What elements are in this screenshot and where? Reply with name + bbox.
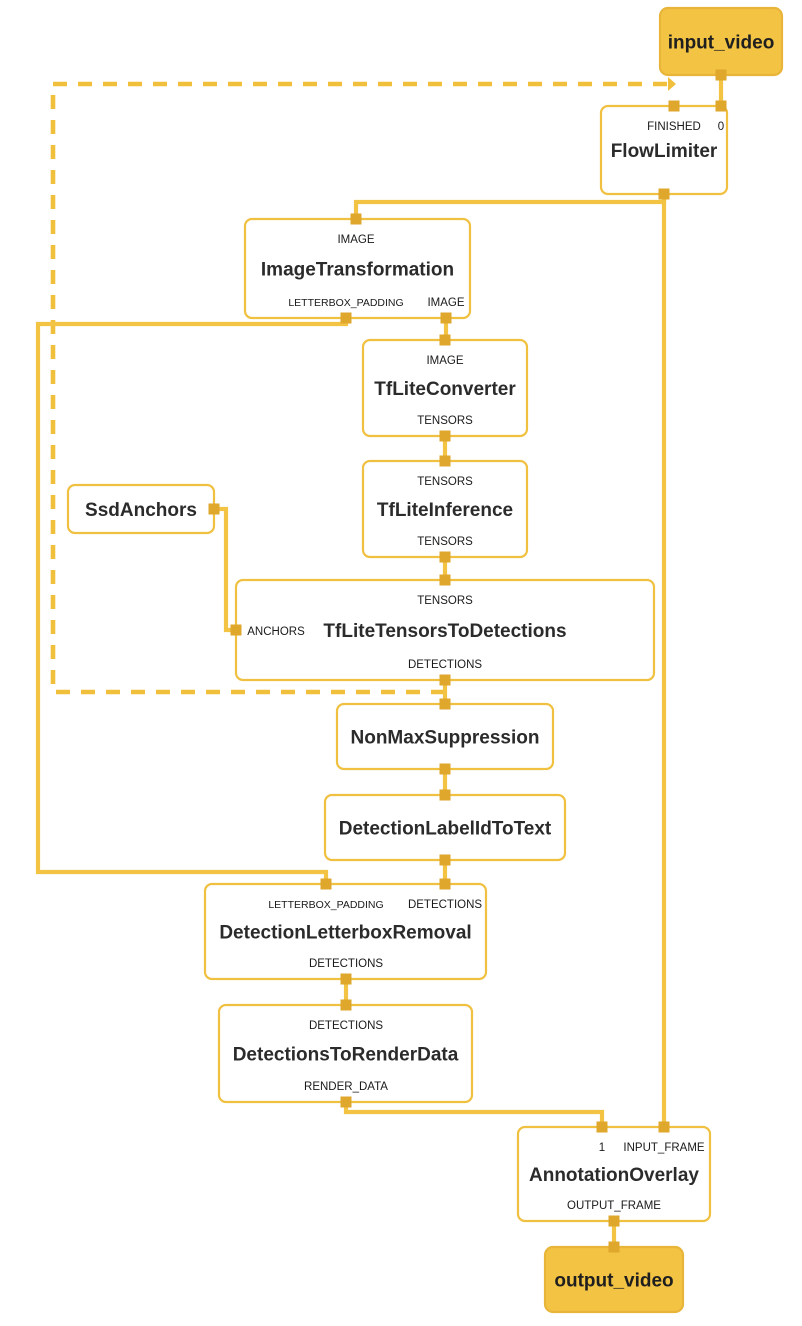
output-port-label-tflite_tensors_to_detections-detections: DETECTIONS [408,659,482,671]
node-tflite_tensors_to_detections[interactable]: TfLiteTensorsToDetections TENSORS ANCHORS D… [234,578,656,682]
connector-pin-c-imgtr-in[interactable] [350,213,362,225]
node-detections_to_render_data[interactable]: DetectionsToRenderData DETECTIONS RENDER_D… [217,1003,474,1104]
connector-pin-c-flow-0[interactable] [715,100,727,112]
input-port-label-tflite_tensors_to_detections-tensors: TENSORS [417,595,473,607]
connector-pin-c-t2d-det[interactable] [439,674,451,686]
connector-pin-c-conv-out[interactable] [439,430,451,442]
connector-pin-c-d2r-in[interactable] [340,999,352,1011]
node-title-detection_label_id_to_text: DetectionLabelIdToText [339,819,552,840]
input-port-label-annotation_overlay-1: 1 [599,1142,605,1154]
output-port-label-detections_to_render_data-render_data: RENDER_DATA [304,1081,388,1093]
connector-pin-c-ao-1[interactable] [596,1121,608,1133]
input-port-label-flow_limiter-finished: FINISHED [647,121,701,133]
edge-flowlimiter-to-imagetransformation [353,194,667,219]
connector-pin-c-output-in[interactable] [608,1241,620,1253]
connector-pin-c-t2d-tensors[interactable] [439,574,451,586]
input-port-label-image_transformation-image: IMAGE [337,234,374,246]
node-title-ssd_anchors: SsdAnchors [85,500,197,521]
stream-label-input_video: input_video [668,33,775,54]
node-title-annotation_overlay: AnnotationOverlay [529,1165,699,1186]
connector-pin-c-flow-out[interactable] [658,188,670,200]
connector-pin-c-flow-finished[interactable] [668,100,680,112]
node-detection_letterbox_removal[interactable]: DetectionLetterboxRemoval LETTERBOX_PADDI… [203,882,488,981]
output-port-label-tflite_converter-tensors: TENSORS [417,415,473,427]
input-port-label-annotation_overlay-input_frame: INPUT_FRAME [623,1142,704,1154]
connector-pin-c-conv-in[interactable] [439,334,451,346]
edge-arrowhead-finished [668,77,676,91]
edge-finished-feedback [50,81,670,695]
input-port-label-flow_limiter-0: 0 [718,121,724,133]
node-title-image_transformation: ImageTransformation [261,260,454,281]
connector-pin-c-input-out[interactable] [715,69,727,81]
connector-pin-c-inf-in[interactable] [439,455,451,467]
stream-node-output_video[interactable]: output_video [543,1245,685,1314]
connector-pin-c-inf-out[interactable] [439,551,451,563]
connector-pin-c-ao-inframe[interactable] [658,1121,670,1133]
connector-pin-c-t2d-anchors[interactable] [230,624,242,636]
connector-pin-c-lbl-in[interactable] [439,789,451,801]
input-port-label-tflite_converter-image: IMAGE [426,355,463,367]
connector-pin-c-nms-in[interactable] [439,698,451,710]
output-port-label-image_transformation-image: IMAGE [427,297,464,309]
node-title-tflite_inference: TfLiteInference [377,500,513,521]
edge-renderdata-to-annotationoverlay [343,1102,605,1127]
connector-pin-c-dlr-lbp[interactable] [320,878,332,890]
output-port-label-annotation_overlay-output_frame: OUTPUT_FRAME [567,1200,661,1212]
node-title-non_max_suppression: NonMaxSuppression [351,728,540,749]
output-port-label-detection_letterbox_removal-detections: DETECTIONS [309,958,383,970]
stream-node-input_video[interactable]: input_video [658,6,784,77]
stream-label-output_video: output_video [554,1271,673,1292]
node-title-detection_letterbox_removal: DetectionLetterboxRemoval [219,923,471,944]
input-port-label-tflite_inference-tensors: TENSORS [417,476,473,488]
node-title-tflite_tensors_to_detections: TfLiteTensorsToDetections [323,621,566,642]
node-title-flow_limiter: FlowLimiter [611,141,718,162]
connector-pin-c-imgtr-img[interactable] [440,312,452,324]
connector-pin-c-imgtr-lbp[interactable] [340,312,352,324]
connector-pin-c-d2r-out[interactable] [340,1096,352,1108]
connector-pin-c-ao-out[interactable] [608,1215,620,1227]
connectors-layer [208,69,727,1253]
connector-pin-c-dlr-det[interactable] [439,878,451,890]
connector-pin-c-nms-out[interactable] [439,763,451,775]
input-port-label-detections_to_render_data-detections: DETECTIONS [309,1020,383,1032]
node-tflite_converter[interactable]: TfLiteConverter IMAGE TENSORS [361,338,529,438]
node-detection_label_id_to_text[interactable]: DetectionLabelIdToText [323,793,567,862]
node-annotation_overlay[interactable]: AnnotationOverlay 1 INPUT_FRAME OUTPUT_FRAM… [516,1125,712,1223]
output-port-label-image_transformation-letterbox_padding: LETTERBOX_PADDING [288,297,403,309]
connector-pin-c-lbl-out[interactable] [439,854,451,866]
edge-ssdanchors-to-anchors [214,506,236,633]
connector-pin-c-dlr-out[interactable] [340,973,352,985]
output-port-label-tflite_inference-tensors: TENSORS [417,536,473,548]
node-ssd_anchors[interactable]: SsdAnchors [66,483,216,535]
node-flow_limiter[interactable]: FlowLimiter FINISHED 0 [599,104,729,196]
node-image_transformation[interactable]: ImageTransformationIMAGELETTERBOX_PADDIN… [243,217,472,320]
input-port-label-tflite_tensors_to_detections-anchors: ANCHORS [247,626,305,638]
node-title-detections_to_render_data: DetectionsToRenderData [233,1045,459,1066]
node-title-tflite_converter: TfLiteConverter [374,379,516,400]
node-non_max_suppression[interactable]: NonMaxSuppression [335,702,555,771]
input-port-label-detection_letterbox_removal-detections: DETECTIONS [408,899,482,911]
connector-pin-c-ssd-out[interactable] [208,503,220,515]
input-port-label-detection_letterbox_removal-letterbox_padding: LETTERBOX_PADDING [268,899,383,911]
